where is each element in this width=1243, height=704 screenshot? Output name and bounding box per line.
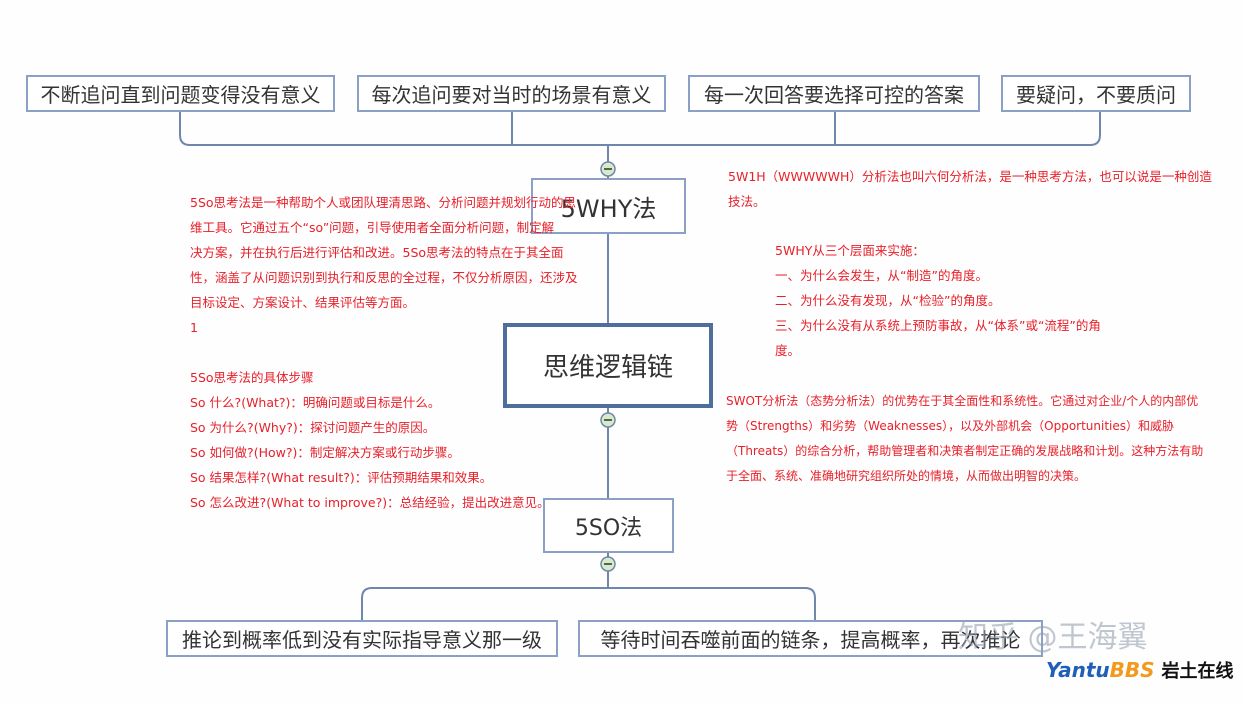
so-node[interactable]: 5SO法 [543,498,674,553]
logo-cn: 岩土在线 [1161,661,1234,682]
note-line: 性，涵盖了从问题识别到执行和反思的全过程，不仅分析原因，还涉及 [190,270,578,285]
note-line: （Threats）的综合分析，帮助管理者和决策者制定正确的发展战略和计划。这种方… [726,444,1204,458]
top-node-1[interactable]: 不断追问直到问题变得没有意义 [26,75,335,112]
note-line: 于全面、系统、准确地研究组织所处的情境，从而做出明智的决策。 [726,469,1087,483]
why-item: 三、为什么没有从系统上预防事故，从“体系”或“流程”的角 [775,318,1101,333]
note-number: 1 [190,320,198,335]
why-node[interactable]: 5WHY法 [531,178,686,234]
why-title: 5WHY从三个层面来实施： [775,243,925,258]
step-item: So 怎么改进?(What to improve?)：总结经验，提出改进意见。 [190,495,550,510]
logo-yantu: Yantu [1046,658,1110,682]
collapse-icons [600,161,616,572]
yantu-logo: YantuBBS 岩土在线 [1046,657,1234,683]
step-item: So 为什么?(Why?)：探讨问题产生的原因。 [190,420,436,435]
top-node-4[interactable]: 要疑问，不要质问 [1001,75,1191,112]
bottom-node-2[interactable]: 等待时间吞噬前面的链条，提高概率，再次推论 [578,620,1043,657]
step-item: So 结果怎样?(What result?)：评估预期结果和效果。 [190,470,493,485]
center-node[interactable]: 思维逻辑链 [503,323,713,408]
note-line: 5W1H（WWWWWH）分析法也叫六何分析法，是一种思考方法，也可以说是一种创造 [728,169,1212,184]
note-line: 5So思考法是一种帮助个人或团队理清思路、分析问题并规划行动的思 [190,195,577,210]
right-note-5w1h: 5W1H（WWWWWH）分析法也叫六何分析法，是一种思考方法，也可以说是一种创造… [728,164,1212,214]
note-line: 维工具。它通过五个“so”问题，引导使用者全面分析问题，制定解 [190,220,555,235]
step-item: So 如何做?(How?)：制定解决方案或行动步骤。 [190,445,460,460]
why-item: 度。 [775,343,801,358]
note-line: SWOT分析法（态势分析法）的优势在于其全面性和系统性。它通过对企业/个人的内部… [726,394,1199,408]
logo-bbs: BBS [1109,658,1155,682]
note-line: 决方案，并在执行后进行评估和改进。5So思考法的特点在于其全面 [190,245,564,260]
right-note-5why: 5WHY从三个层面来实施： 一、为什么会发生，从“制造”的角度。 二、为什么没有… [775,238,1101,363]
note-line: 目标设定、方案设计、结果评估等方面。 [190,295,416,310]
right-note-swot: SWOT分析法（态势分析法）的优势在于其全面性和系统性。它通过对企业/个人的内部… [726,389,1203,489]
why-item: 二、为什么没有发现，从“检验”的角度。 [775,293,1001,308]
steps-title: 5So思考法的具体步骤 [190,370,314,385]
left-note: 5So思考法是一种帮助个人或团队理清思路、分析问题并规划行动的思 维工具。它通过… [190,190,578,515]
why-item: 一、为什么会发生，从“制造”的角度。 [775,268,988,283]
bottom-node-1[interactable]: 推论到概率低到没有实际指导意义那一级 [166,620,558,657]
note-line: 势（Strengths）和劣势（Weaknesses），以及外部机会（Oppor… [726,419,1175,433]
top-node-2[interactable]: 每次追问要对当时的场景有意义 [357,75,666,112]
step-item: So 什么?(What?)：明确问题或目标是什么。 [190,395,441,410]
top-node-3[interactable]: 每一次回答要选择可控的答案 [688,75,980,112]
watermark: 知乎 @王海翼 [958,620,1148,655]
note-line: 技法。 [728,194,766,209]
